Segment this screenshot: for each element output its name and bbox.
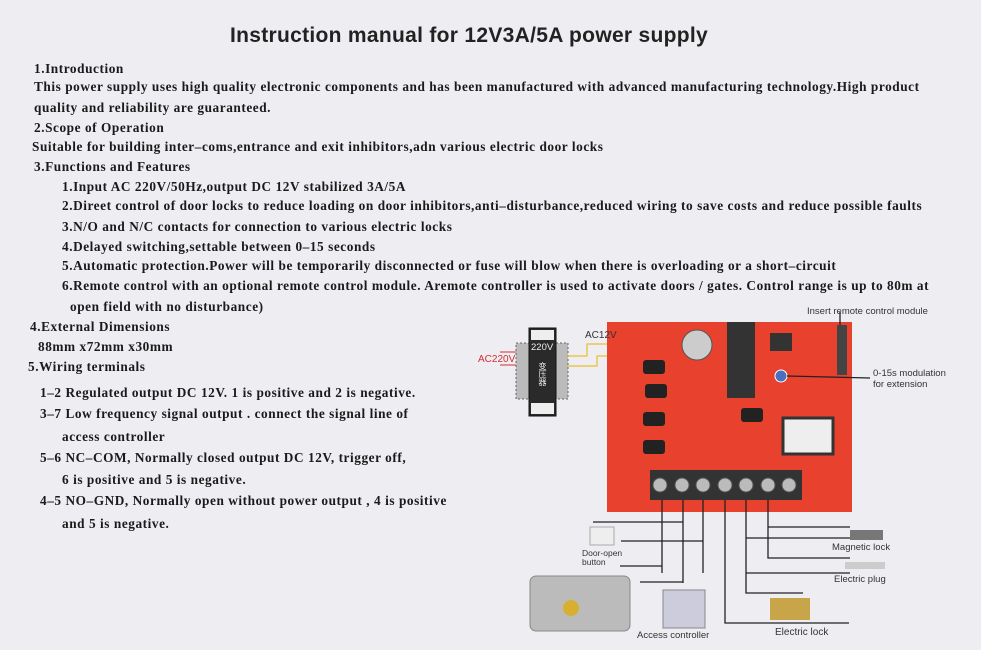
remote-module-header [837, 325, 847, 375]
wiring-item: 4–5 NO–GND, Normally open without power … [40, 493, 447, 508]
wiring-item: 6 is positive and 5 is negative. [62, 472, 247, 487]
feature-item: 2.Direet control of door locks to reduce… [62, 198, 923, 213]
label-transformer: 变压器 [538, 362, 547, 386]
ic-chip [770, 333, 792, 351]
intro-text: This power supply uses high quality elec… [34, 79, 920, 94]
label-electric-lock: Electric lock [775, 627, 829, 638]
heading-wiring: 5.Wiring terminals [28, 359, 146, 374]
relay [781, 416, 835, 456]
wiring-item: 3–7 Low frequency signal output . connec… [40, 406, 409, 421]
magnetic-lock-image [850, 530, 883, 540]
potentiometer [774, 369, 788, 383]
diodes [643, 360, 763, 454]
capacitor [681, 329, 713, 361]
electric-lock-image [770, 598, 810, 620]
intro-text: quality and reliability are guaranteed. [34, 100, 272, 115]
feature-item: 5.Automatic protection.Power will be tem… [62, 258, 837, 273]
feature-item: 4.Delayed switching,settable between 0–1… [62, 239, 376, 254]
label-remote-module: Insert remote control module [807, 306, 928, 317]
ac12-wire [567, 343, 612, 367]
label-ac220v: AC220V [478, 354, 516, 365]
relay-chip [727, 322, 755, 398]
feature-item: open field with no disturbance) [70, 299, 264, 314]
heading-scope: 2.Scope of Operation [34, 120, 165, 135]
label-ac12v: AC12V [585, 330, 617, 341]
feature-item: 1.Input AC 220V/50Hz,output DC 12V stabi… [62, 179, 407, 194]
label-door-open: Door-open [582, 548, 623, 558]
label-electric-plug: Electric plug [834, 574, 886, 585]
terminal-screws [652, 477, 797, 493]
heading-dimensions: 4.External Dimensions [30, 319, 171, 334]
rim-lock-cylinder [563, 600, 579, 616]
wiring-item: and 5 is negative. [62, 516, 170, 531]
heading-functions: 3.Functions and Features [34, 159, 191, 174]
wiring-item: access controller [62, 429, 166, 444]
scope-text: Suitable for building inter–coms,entranc… [32, 139, 604, 154]
wiring-item: 5–6 NC–COM, Normally closed output DC 12… [40, 450, 407, 465]
rim-lock-image [529, 575, 631, 632]
ac220-wire [500, 351, 516, 366]
wiring-item: 1–2 Regulated output DC 12V. 1 is positi… [40, 385, 416, 400]
label-magnetic-lock: Magnetic lock [832, 542, 891, 553]
electric-plug-image [845, 562, 885, 569]
wires [593, 312, 871, 624]
label-220v: 220V [531, 342, 554, 353]
feature-item: 6.Remote control with an optional remote… [62, 278, 930, 293]
page-title: Instruction manual for 12V3A/5A power su… [230, 24, 709, 47]
label-modulation-2: for extension [873, 379, 928, 390]
label-modulation: 0-15s modulation [873, 368, 946, 379]
door-open-button-image [589, 526, 615, 546]
keypad-image [662, 589, 706, 629]
label-access-controller: Access controller [637, 630, 710, 641]
label-door-open-2: button [582, 557, 606, 567]
transformer [515, 327, 569, 417]
feature-item: 3.N/O and N/C contacts for connection to… [62, 219, 453, 234]
dimensions-text: 88mm x72mm x30mm [38, 339, 174, 354]
heading-introduction: 1.Introduction [34, 61, 124, 76]
